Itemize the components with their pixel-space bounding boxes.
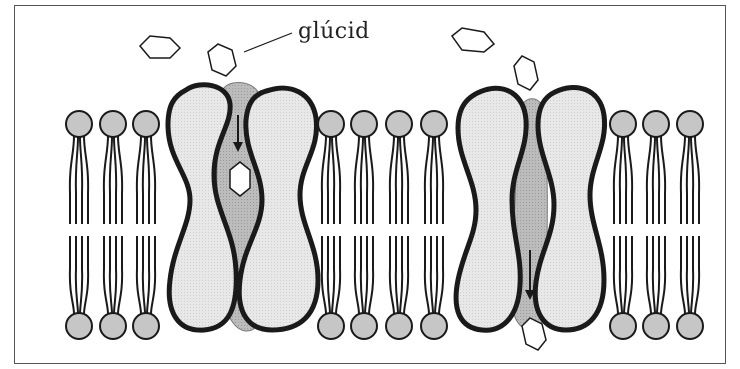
carrier-protein-open-outside: [168, 83, 318, 331]
glucose-molecule: [452, 28, 494, 52]
phospholipid-group-right: [610, 111, 703, 339]
phospholipid: [318, 111, 344, 339]
phospholipid: [643, 111, 669, 339]
glucose-molecule: [514, 56, 538, 90]
glucose-molecule: [140, 36, 180, 58]
phospholipid-group-left: [66, 111, 159, 339]
phospholipid-group-middle: [318, 111, 447, 339]
phospholipid: [386, 111, 412, 339]
carrier-protein-open-inside: [456, 87, 605, 330]
phospholipid: [100, 111, 126, 339]
phospholipid: [66, 111, 92, 339]
phospholipid: [610, 111, 636, 339]
phospholipid: [351, 111, 377, 339]
phospholipid: [133, 111, 159, 339]
phospholipid: [677, 111, 703, 339]
label-pointer-line: [244, 33, 292, 52]
glucose-molecule: [230, 162, 250, 196]
glucose-molecule: [208, 44, 236, 76]
phospholipid: [421, 111, 447, 339]
